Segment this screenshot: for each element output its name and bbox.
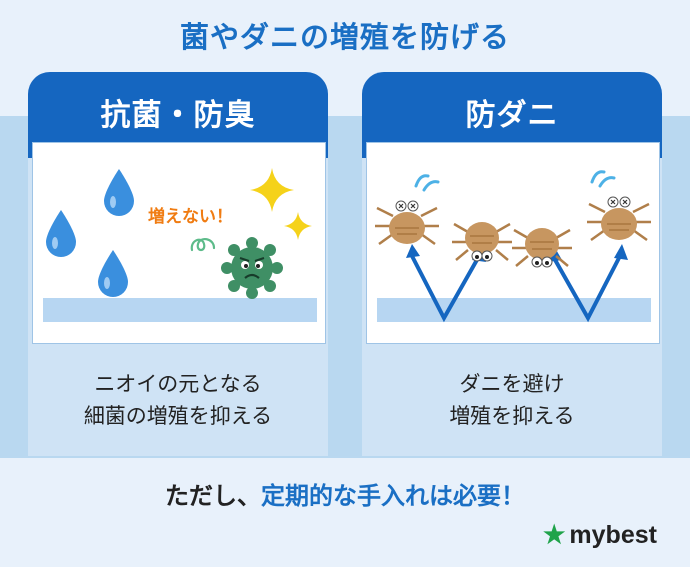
- water-drop-icon: [46, 210, 76, 257]
- footer-note: ただし、定期的な手入れは必要！: [0, 476, 690, 511]
- ground-strip: [377, 298, 651, 322]
- logo-text: mybest: [569, 521, 657, 549]
- germ-icon: [221, 237, 283, 299]
- water-drop-icon: [104, 169, 134, 216]
- sparkle-icon: [284, 212, 312, 240]
- mite-icon: [512, 228, 572, 268]
- mite-icon: [375, 200, 439, 246]
- footer-emphasis: 定期的な手入れは必要！: [261, 482, 525, 510]
- caption-line: ニオイの元となる: [94, 372, 262, 396]
- card-anti-mite: 防ダニ: [362, 72, 662, 456]
- card-caption: ダニを避け 増殖を抑える: [362, 368, 662, 432]
- footer-prefix: ただし、: [165, 482, 261, 510]
- mite-icon: [452, 222, 512, 262]
- caption-line: ダニを避け: [459, 372, 565, 396]
- brand-logo: ★mybest: [543, 520, 683, 550]
- caption-line: 増殖を抑える: [449, 404, 575, 428]
- water-drop-icon: [98, 250, 128, 297]
- page-title: 菌やダニの増殖を防げる: [179, 20, 510, 54]
- badge-text: 増えない！: [148, 207, 233, 227]
- card-body: [28, 142, 328, 456]
- swirl-icon: [190, 238, 216, 252]
- ground-strip: [43, 298, 317, 322]
- star-icon: ★: [543, 521, 566, 549]
- card-caption: ニオイの元となる 細菌の増殖を抑える: [28, 368, 328, 432]
- caption-line: 細菌の増殖を抑える: [83, 404, 273, 428]
- sparkle-icon: [250, 168, 294, 212]
- illustration-panel: [366, 142, 660, 344]
- card-antibacterial: 抗菌・防臭 増えない！: [28, 72, 328, 456]
- splash-icon: [590, 170, 616, 188]
- illustration-panel: [32, 142, 326, 344]
- mite-icon: [587, 196, 651, 242]
- splash-icon: [414, 174, 440, 192]
